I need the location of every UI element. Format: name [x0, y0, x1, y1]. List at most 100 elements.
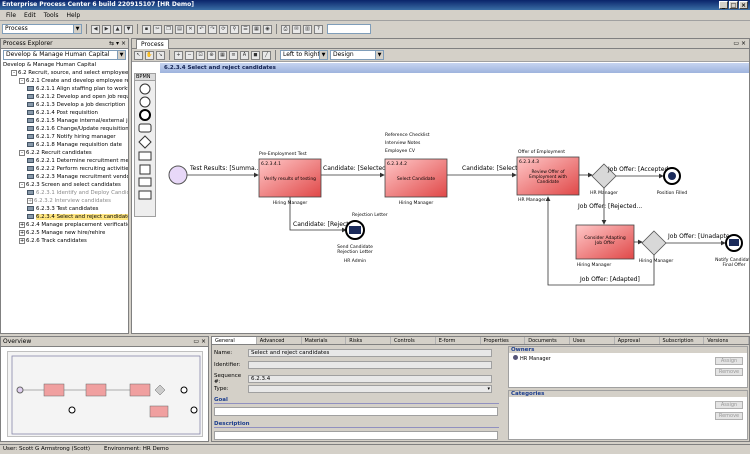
tab-general[interactable]: General: [212, 337, 257, 344]
up-icon[interactable]: ▲: [113, 24, 122, 34]
align-icon[interactable]: ≡: [229, 50, 238, 60]
menu-help[interactable]: Help: [66, 12, 81, 19]
copy-icon[interactable]: ❐: [164, 24, 173, 34]
owners-remove-button[interactable]: Remove: [715, 368, 743, 376]
overview-minimap[interactable]: [7, 351, 203, 437]
print-icon[interactable]: ⎙: [281, 24, 290, 34]
forward-icon[interactable]: ▶: [102, 24, 111, 34]
categories-assign-button[interactable]: Assign: [715, 401, 743, 409]
delete-icon[interactable]: ✕: [186, 24, 195, 34]
cut-icon[interactable]: ✂: [153, 24, 162, 34]
close-panel-icon[interactable]: ⇆ ▾ ×: [109, 40, 126, 47]
explorer-combo[interactable]: Develop & Manage Human Capital▼: [3, 50, 126, 60]
owner-item[interactable]: HR Manager: [509, 353, 747, 364]
process-combo[interactable]: Process▼: [2, 24, 82, 34]
collapse-icon[interactable]: -: [11, 69, 17, 76]
connector-icon[interactable]: ↘: [156, 50, 165, 60]
tree-item[interactable]: -6.2.2 Recruit candidates: [3, 149, 128, 157]
report-icon[interactable]: ▥: [303, 24, 312, 34]
find-icon[interactable]: ⚲: [230, 24, 239, 34]
tree-item[interactable]: 6.2.2.3 Manage recruitment vendors: [3, 173, 128, 181]
publish-icon[interactable]: ◉: [263, 24, 272, 34]
tree-item[interactable]: 6.2.2.1 Determine recruitment methods: [3, 157, 128, 165]
tab-controls[interactable]: Controls: [391, 337, 436, 344]
type-select[interactable]: ▾: [248, 385, 492, 393]
tree-item[interactable]: 6.2.2.2 Perform recruiting activities/ev…: [3, 165, 128, 173]
tree-item[interactable]: 6.2.1.1 Align staffing plan to workforce: [3, 85, 128, 93]
menu-tools[interactable]: Tools: [43, 12, 59, 19]
goal-field[interactable]: [214, 407, 498, 416]
name-field[interactable]: Select and reject candidates: [248, 349, 492, 357]
help-icon[interactable]: ?: [314, 24, 323, 34]
identifier-field[interactable]: [248, 361, 492, 369]
tree-item[interactable]: 6.2.1.4 Post requisition: [3, 109, 128, 117]
line-icon[interactable]: ╱: [262, 50, 271, 60]
tree-item[interactable]: 6.2.1.6 Change/Update requisition: [3, 125, 128, 133]
zoom-fit-icon[interactable]: ⊡: [196, 50, 205, 60]
description-section[interactable]: Description: [214, 421, 499, 428]
select-icon[interactable]: ↖: [134, 50, 143, 60]
tab-properties[interactable]: Properties: [481, 337, 526, 344]
tree-item[interactable]: 6.2.3.3 Test candidates: [3, 205, 128, 213]
view-icon[interactable]: ▦: [252, 24, 261, 34]
overview-close-icon[interactable]: ▭ ×: [193, 338, 206, 345]
tab-uses[interactable]: Uses: [570, 337, 615, 344]
tree-item[interactable]: -6.2 Recruit, source, and select employe…: [3, 69, 128, 77]
font-icon[interactable]: A: [240, 50, 249, 60]
search-input[interactable]: [327, 24, 371, 34]
properties-icon[interactable]: ☰: [241, 24, 250, 34]
menu-file[interactable]: File: [6, 12, 17, 19]
goal-section[interactable]: Goal: [214, 397, 499, 404]
back-icon[interactable]: ◀: [91, 24, 100, 34]
owners-assign-button[interactable]: Assign: [715, 357, 743, 365]
hand-icon[interactable]: ✋: [145, 50, 154, 60]
tab-documents[interactable]: Documents: [525, 337, 570, 344]
paste-icon[interactable]: ▤: [175, 24, 184, 34]
tree-item[interactable]: 6.2.3.1 Identify and Deploy Candidate s: [3, 189, 128, 197]
tree-item[interactable]: 6.2.1.8 Manage requisition date: [3, 141, 128, 149]
tree-item[interactable]: +6.2.4 Manage preplacement verification: [3, 221, 128, 229]
close-button[interactable]: ×: [739, 1, 748, 9]
collapse-icon[interactable]: -: [19, 181, 25, 188]
minimize-button[interactable]: _: [719, 1, 728, 9]
undo-icon[interactable]: ↶: [197, 24, 206, 34]
maximize-button[interactable]: □: [729, 1, 738, 9]
tree-item[interactable]: +6.2.3.2 Interview candidates: [3, 197, 128, 205]
tab-risks[interactable]: Risks: [346, 337, 391, 344]
tree-item[interactable]: 6.2.1.7 Notify hiring manager: [3, 133, 128, 141]
layout-combo[interactable]: Left to Right▼: [280, 50, 328, 60]
expand-icon[interactable]: +: [19, 229, 25, 236]
zoom-in-icon[interactable]: +: [174, 50, 183, 60]
grid-icon[interactable]: ▦: [218, 50, 227, 60]
tab-versions[interactable]: Versions: [704, 337, 749, 344]
tab-approval[interactable]: Approval: [615, 337, 660, 344]
description-field[interactable]: [214, 431, 498, 440]
tab-eform[interactable]: E-form: [436, 337, 481, 344]
tab-advanced[interactable]: Advanced: [257, 337, 302, 344]
tree-item[interactable]: 6.2.1.2 Develop and open job requisitio: [3, 93, 128, 101]
tree-root[interactable]: Develop & Manage Human Capital: [3, 62, 97, 68]
sequence-field[interactable]: 6.2.3.4: [248, 375, 492, 383]
collapse-icon[interactable]: -: [19, 77, 25, 84]
canvas-close-icon[interactable]: ▭ ×: [733, 40, 746, 47]
tab-subscription[interactable]: Subscription: [660, 337, 705, 344]
save-icon[interactable]: ▪: [142, 24, 151, 34]
tab-process[interactable]: Process: [136, 39, 169, 49]
tree-item[interactable]: +6.2.5 Manage new hire/rehire: [3, 229, 128, 237]
menu-edit[interactable]: Edit: [24, 12, 36, 19]
expand-icon[interactable]: +: [19, 221, 25, 228]
expand-icon[interactable]: +: [27, 197, 33, 204]
color-icon[interactable]: ◼: [251, 50, 260, 60]
tree-item[interactable]: -6.2.3 Screen and select candidates: [3, 181, 128, 189]
redo-icon[interactable]: ↷: [208, 24, 217, 34]
tree-item[interactable]: 6.2.3.4 Select and reject candidates: [3, 213, 128, 221]
tree-item[interactable]: 6.2.1.5 Manage internal/external job po: [3, 117, 128, 125]
expand-icon[interactable]: +: [19, 237, 25, 244]
tree-item[interactable]: +6.2.6 Track candidates: [3, 237, 128, 245]
email-icon[interactable]: ✉: [292, 24, 301, 34]
collapse-icon[interactable]: -: [19, 149, 25, 156]
tab-materials[interactable]: Materials: [302, 337, 347, 344]
zoom-out-icon[interactable]: −: [185, 50, 194, 60]
view-combo[interactable]: Design▼: [330, 50, 384, 60]
tree-item[interactable]: -6.2.1 Create and develop employee requi…: [3, 77, 128, 85]
